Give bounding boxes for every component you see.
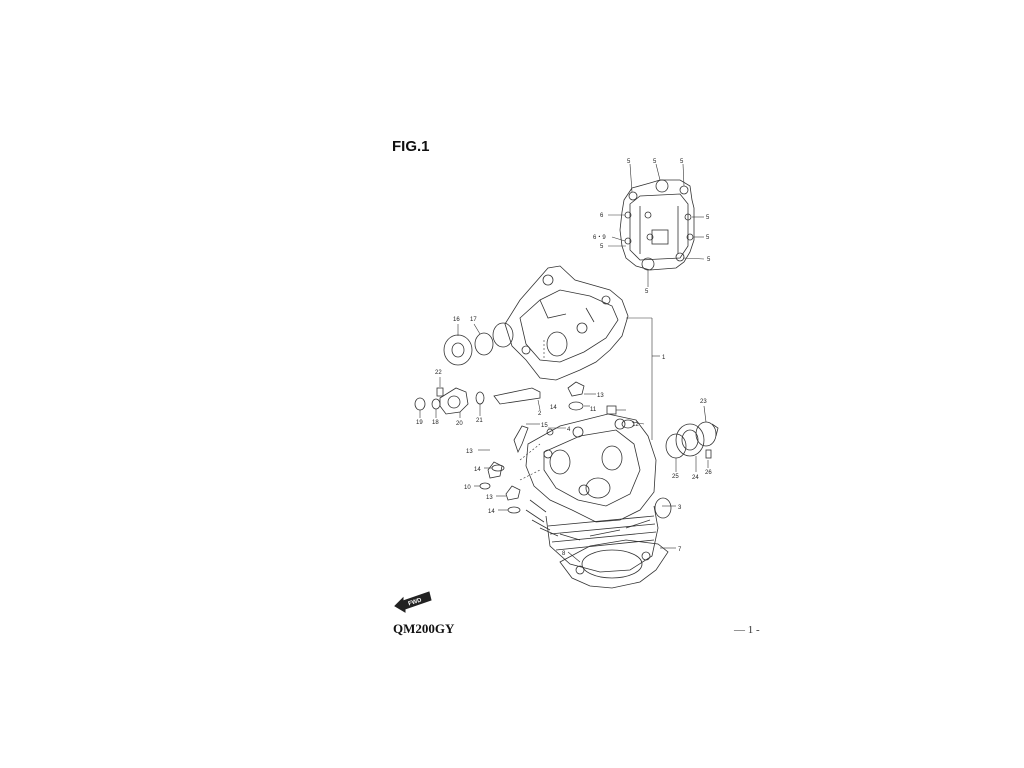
callout-5: 5 <box>707 257 711 263</box>
callout-5: 5 <box>627 159 631 165</box>
callout-5: 5 <box>653 159 657 165</box>
callout-25: 25 <box>672 474 679 480</box>
callout-11: 11 <box>590 407 597 413</box>
callout-5: 5 <box>645 289 649 295</box>
callout-8: 8 <box>562 551 566 557</box>
main-leaders <box>474 317 676 563</box>
callout-26: 26 <box>705 470 712 476</box>
head-cover-drawing <box>619 179 695 271</box>
callout-labels: 5 5 5 6 6・9 5 5 5 5 5 1 16 17 22 2 14 13… <box>416 159 712 557</box>
callout-14: 14 <box>550 405 557 411</box>
callout-14: 14 <box>488 509 495 515</box>
callout-16: 16 <box>453 317 460 323</box>
cam-sprocket-parts <box>443 323 494 366</box>
tensioner-parts <box>414 377 485 418</box>
callout-24: 24 <box>692 475 699 481</box>
page-number: — 1 - <box>734 624 760 636</box>
cylinder-head-drawing <box>525 413 657 541</box>
figure-title: FIG.1 <box>392 138 430 155</box>
callout-6: 6 <box>600 213 604 219</box>
callout-13: 13 <box>597 393 604 399</box>
callout-18: 18 <box>432 420 439 426</box>
callout-15: 15 <box>541 423 548 429</box>
callout-5: 5 <box>600 244 604 250</box>
fwd-arrow-icon: FWD <box>394 591 432 613</box>
callout-2: 2 <box>538 411 542 417</box>
fwd-label: FWD <box>408 597 423 607</box>
callout-20: 20 <box>456 421 463 427</box>
camshaft-housing-drawing <box>492 265 629 381</box>
callout-21: 21 <box>476 418 483 424</box>
callout-13: 13 <box>486 495 493 501</box>
callout-7: 7 <box>678 547 682 553</box>
head-cover-leaders <box>608 163 705 287</box>
callout-4: 4 <box>567 427 571 433</box>
callout-5: 5 <box>706 235 710 241</box>
callout-17: 17 <box>470 317 477 323</box>
callout-12: 12 <box>632 422 639 428</box>
callout-1: 1 <box>662 355 666 361</box>
callout-13: 13 <box>466 449 473 455</box>
callout-6-9: 6・9 <box>593 235 606 241</box>
callout-5: 5 <box>706 215 710 221</box>
model-name: QM200GY <box>393 621 455 636</box>
callout-23: 23 <box>700 399 707 405</box>
cap-nut-parts <box>479 381 635 514</box>
intake-parts <box>665 405 719 472</box>
callout-5: 5 <box>680 159 684 165</box>
shaft-part <box>493 387 541 411</box>
cylinder-body-drawing <box>545 497 672 589</box>
callout-10: 10 <box>464 485 471 491</box>
callout-14: 14 <box>474 467 481 473</box>
callout-22: 22 <box>435 370 442 376</box>
callout-3: 3 <box>678 505 682 511</box>
callout-19: 19 <box>416 420 423 426</box>
